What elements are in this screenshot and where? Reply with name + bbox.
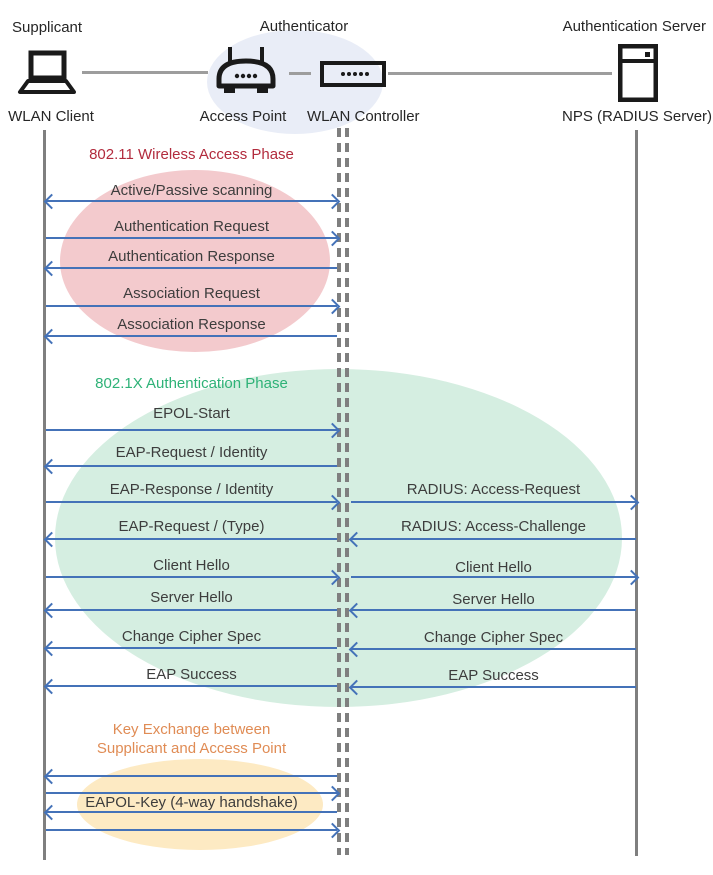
message-label: RADIUS: Access-Challenge xyxy=(400,518,587,535)
message-label: EAPOL-Key (4-way handshake) xyxy=(85,794,298,811)
message-label: Authentication Response xyxy=(108,248,275,265)
wlan-client-label: WLAN Client xyxy=(8,108,94,125)
message-arrow-line xyxy=(46,829,337,831)
phase3-title-line2: Supplicant and Access Point xyxy=(96,740,287,757)
message-arrow-line xyxy=(46,538,337,540)
laptop-icon xyxy=(14,50,80,96)
message-arrow-line xyxy=(46,335,337,337)
authenticator-group-ellipse xyxy=(207,30,383,134)
message-label: Server Hello xyxy=(452,591,535,608)
message-label: Association Request xyxy=(123,285,260,302)
message-arrow-line xyxy=(46,267,337,269)
auth-server-role-label: Authentication Server xyxy=(562,18,706,35)
message-label: Association Response xyxy=(117,316,266,333)
arrowhead-icon xyxy=(324,422,341,439)
access-point-label: Access Point xyxy=(199,108,287,125)
message-arrow-line xyxy=(46,685,337,687)
message-label: EAP Success xyxy=(146,666,237,683)
supplicant-role-label: Supplicant xyxy=(12,19,83,36)
wlan-client-lifeline xyxy=(43,130,46,860)
message-label: Client Hello xyxy=(153,557,230,574)
message-label: Authentication Request xyxy=(113,218,270,235)
message-arrow-line xyxy=(46,429,337,431)
message-arrow-line xyxy=(46,465,337,467)
connector-ap-controller xyxy=(289,72,311,75)
wlan-controller-label: WLAN Controller xyxy=(307,108,420,125)
message-arrow-line xyxy=(46,609,337,611)
message-arrow-line xyxy=(46,792,337,794)
nps-server-lifeline xyxy=(635,130,638,856)
message-arrow-line xyxy=(351,576,636,578)
message-arrow-line xyxy=(351,648,636,650)
message-arrow-line xyxy=(46,305,337,307)
message-arrow-line xyxy=(351,609,636,611)
message-label: RADIUS: Access-Request xyxy=(406,481,581,498)
arrowhead-icon xyxy=(43,458,60,475)
phase3-ellipse xyxy=(77,759,323,850)
message-arrow-line xyxy=(46,647,337,649)
message-arrow-line xyxy=(46,237,337,239)
nps-radius-server-label: NPS (RADIUS Server) xyxy=(562,108,713,125)
wlan-controller-icon xyxy=(320,61,386,87)
message-arrow-line xyxy=(46,200,337,202)
phase3-title-line1: Key Exchange between xyxy=(112,721,271,738)
message-label: EAP-Request / Identity xyxy=(115,444,268,461)
phase1-title: 802.11 Wireless Access Phase xyxy=(89,146,294,163)
server-icon xyxy=(618,44,658,102)
phase2-title: 802.1X Authentication Phase xyxy=(95,375,288,392)
message-arrow-line xyxy=(351,538,636,540)
message-label: EAP-Request / (Type) xyxy=(118,518,265,535)
message-label: Change Cipher Spec xyxy=(423,629,564,646)
message-label: EPOL-Start xyxy=(153,405,230,422)
message-arrow-line xyxy=(351,686,636,688)
message-label: EAP Success xyxy=(448,667,539,684)
message-arrow-line xyxy=(46,501,337,503)
connector-client-ap xyxy=(82,71,208,74)
arrowhead-icon xyxy=(324,822,341,839)
message-label: EAP-Response / Identity xyxy=(109,481,274,498)
wlan-controller-lifeline-left xyxy=(337,128,341,855)
message-arrow-line xyxy=(46,576,337,578)
arrowhead-icon xyxy=(43,768,60,785)
wlan-controller-lifeline-right xyxy=(345,128,349,855)
connector-controller-server xyxy=(388,72,612,75)
message-arrow-line xyxy=(46,775,337,777)
message-label: Server Hello xyxy=(150,589,233,606)
message-label: Active/Passive scanning xyxy=(110,182,273,199)
message-arrow-line xyxy=(351,501,636,503)
message-label: Client Hello xyxy=(455,559,532,576)
access-point-icon xyxy=(214,45,278,97)
authenticator-role-label: Authenticator xyxy=(259,18,349,35)
message-label: Change Cipher Spec xyxy=(121,628,262,645)
message-arrow-line xyxy=(46,811,337,813)
